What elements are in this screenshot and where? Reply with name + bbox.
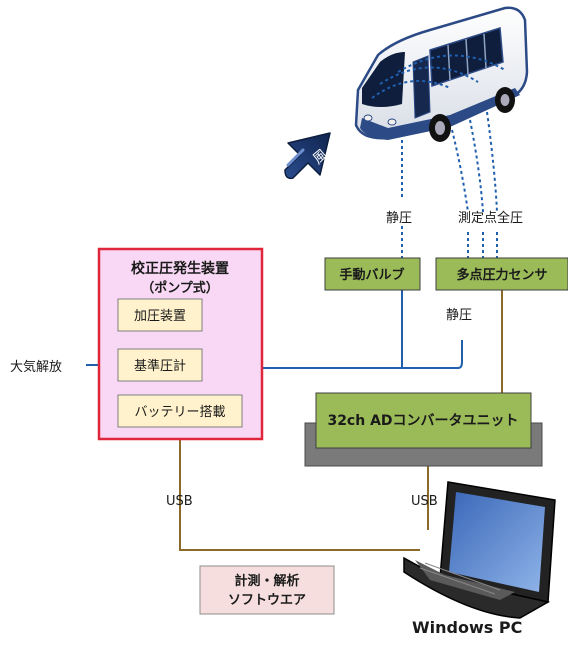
laptop-icon: [403, 481, 556, 619]
wind-arrow: 風: [284, 132, 331, 180]
software-label-line2: ソフトウエア: [228, 593, 306, 608]
total-pressure-label: 測定点全圧: [458, 210, 523, 226]
manual-valve-label: 手動バルブ: [339, 267, 404, 283]
ad-converter-unit: 32ch ADコンバータユニット: [304, 392, 543, 467]
static-pressure-label-2: 静圧: [446, 308, 472, 323]
multipoint-sensor-box: 多点圧力センサ: [435, 257, 568, 291]
usb-left-label: USB: [166, 494, 193, 509]
multipoint-sensor-label: 多点圧力センサ: [456, 267, 547, 283]
software-box: 計測・解析 ソフトウエア: [199, 565, 335, 615]
calibration-title: 校正圧発生装置: [131, 260, 229, 277]
battery-label: バッテリー搭載: [134, 404, 225, 420]
pressurizer-box: [117, 298, 203, 332]
pressurizer-label: 加圧装置: [134, 309, 186, 324]
calibration-subtitle: （ポンプ式）: [141, 280, 219, 296]
software-label-line1: 計測・解析: [234, 573, 299, 589]
reference-gauge-label: 基準圧計: [134, 358, 186, 374]
static-pressure-label: 静圧: [386, 211, 412, 226]
brown-cables: [179, 290, 503, 551]
bus-pressure-lines: [401, 111, 498, 258]
manual-valve-box: 手動バルブ: [324, 257, 421, 291]
pc-label: Windows PC: [412, 618, 522, 637]
reference-gauge-box: [117, 348, 203, 382]
battery-box: [117, 394, 243, 428]
usb-right-label: USB: [411, 494, 438, 509]
atmosphere-release-label: 大気解放: [10, 359, 62, 375]
bus-illustration: [354, 6, 529, 142]
ad-converter-label: 32ch ADコンバータユニット: [327, 413, 518, 429]
calibration-device-box: 校正圧発生装置 （ポンプ式） 加圧装置 基準圧計 バッテリー搭載: [97, 247, 264, 441]
